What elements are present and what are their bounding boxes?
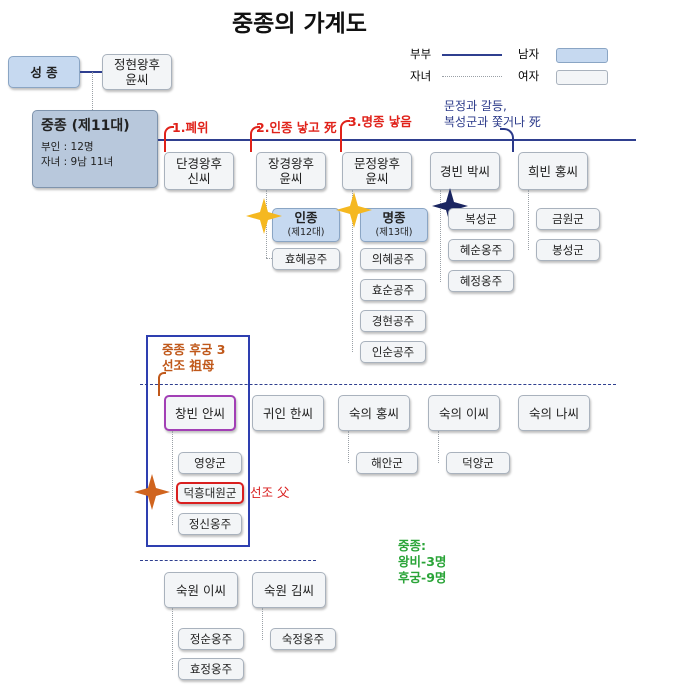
king-box: 중종 (제11대) 부인 : 12명 자녀 : 9남 11녀 (32, 110, 158, 188)
child-hyesun: 혜순옹주 (448, 239, 514, 261)
child-haean: 해안군 (356, 452, 418, 474)
king-name: 중종 (제11대) (41, 118, 130, 134)
legend-female-swatch (556, 70, 608, 85)
legend-child-label: 자녀 (410, 69, 432, 83)
consort-sukui-na-box: 숙의 나씨 (518, 395, 590, 431)
sukwon-lee-child-line (172, 608, 173, 670)
legend-child-line (442, 76, 502, 77)
hyohye-branch (266, 258, 272, 259)
jeonghyeon-box: 정현왕후 윤씨 (102, 54, 172, 90)
consort-sukui-lee-box: 숙의 이씨 (428, 395, 500, 431)
star-boksung-icon (432, 188, 468, 224)
consort-sukui-hong-box: 숙의 홍씨 (338, 395, 410, 431)
note-conflict: 문정과 갈등, 복성군과 쫓거나 死 (444, 99, 541, 129)
queen-munjeong-box: 문정왕후 윤씨 (342, 152, 412, 190)
myeongjong-name: 명종 (382, 210, 406, 225)
queen-dangyeong-box: 단경왕후 신씨 (164, 152, 234, 190)
child-uihye: 의혜공주 (360, 248, 426, 270)
page-title: 중종의 가계도 (232, 11, 367, 37)
consort-changbin-box: 창빈 안씨 (164, 395, 236, 431)
legend-male-label: 남자 (518, 47, 540, 61)
note-changbin: 중종 후궁 3 선조 祖母 (162, 342, 226, 373)
king-children: 자녀 : 9남 11녀 (41, 156, 114, 168)
note-seonjo-father: 선조 父 (250, 485, 290, 500)
row3-spouse-line (140, 560, 316, 561)
star-injong-icon (246, 198, 282, 234)
legend-spouse-line (442, 54, 502, 56)
consort-sukwon-kim-box: 숙원 김씨 (252, 572, 326, 608)
changbin-child-line (172, 431, 173, 525)
note-queen-2: 2.인종 낳고 死 (256, 120, 337, 135)
hong-child-line (348, 431, 349, 463)
bracket-1 (164, 126, 174, 152)
king-spouses: 부인 : 12명 (41, 141, 94, 153)
row1-spouse-line (158, 139, 636, 141)
child-boksung: 복성군 (448, 208, 514, 230)
child-deokyang: 덕양군 (446, 452, 510, 474)
consort-gyeongbin-box: 경빈 박씨 (430, 152, 500, 190)
bracket-2 (250, 126, 260, 152)
injong-box: 인종 (제12대) (272, 208, 340, 242)
queen-janggyeong-box: 장경왕후 윤씨 (256, 152, 326, 190)
child-jeongsin: 정신옹주 (178, 513, 242, 535)
summary-note: 중종: 왕비-3명 후궁-9명 (398, 538, 447, 585)
sukwon-kim-child-line (262, 608, 263, 640)
seongjong-box: 성 종 (8, 56, 80, 88)
child-insun: 인순공주 (360, 341, 426, 363)
star-myeongjong-icon (336, 192, 372, 228)
legend-spouse-label: 부부 (410, 47, 432, 61)
note-queen-3: 3.명종 낳음 (348, 114, 412, 129)
injong-name: 인종 (294, 210, 318, 225)
child-deokheung: 덕흥대원군 (176, 482, 244, 504)
myeongjong-sub: (제13대) (375, 227, 413, 238)
seongjong-spouse-line (80, 71, 102, 73)
child-jeongsun: 정순옹주 (178, 628, 244, 650)
star-deokheung-icon (134, 474, 170, 510)
king-parent-line (92, 72, 93, 110)
child-bongseong: 봉성군 (536, 239, 600, 261)
consort-sukwon-lee-box: 숙원 이씨 (164, 572, 238, 608)
child-gyeonghyeon: 경현공주 (360, 310, 426, 332)
gyeongbin-child-line (440, 190, 441, 282)
bracket-3 (340, 120, 350, 152)
child-hyojeong: 효정옹주 (178, 658, 244, 680)
child-sukjeong: 숙정옹주 (270, 628, 336, 650)
myeongjong-box: 명종 (제13대) (360, 208, 428, 242)
child-geumwon: 금원군 (536, 208, 600, 230)
changbin-highlight-box (146, 335, 250, 547)
legend: 부부 자녀 남자 여자 (410, 46, 620, 86)
child-yeongyang: 영양군 (178, 452, 242, 474)
conflict-bracket (500, 128, 514, 152)
huibin-child-line (528, 190, 529, 250)
row2-spouse-line (140, 384, 616, 385)
legend-male-swatch (556, 48, 608, 63)
child-hyejeong: 혜정옹주 (448, 270, 514, 292)
munjeong-child-line (352, 190, 353, 352)
legend-female-label: 여자 (518, 69, 540, 83)
child-hyohye: 효혜공주 (272, 248, 340, 270)
child-hyosun: 효순공주 (360, 279, 426, 301)
injong-sub: (제12대) (287, 227, 325, 238)
consort-huibin-box: 희빈 홍씨 (518, 152, 588, 190)
note-queen-1: 1.폐위 (172, 120, 209, 135)
consort-gwiin-han-box: 귀인 한씨 (252, 395, 324, 431)
lee-child-line (438, 431, 439, 463)
